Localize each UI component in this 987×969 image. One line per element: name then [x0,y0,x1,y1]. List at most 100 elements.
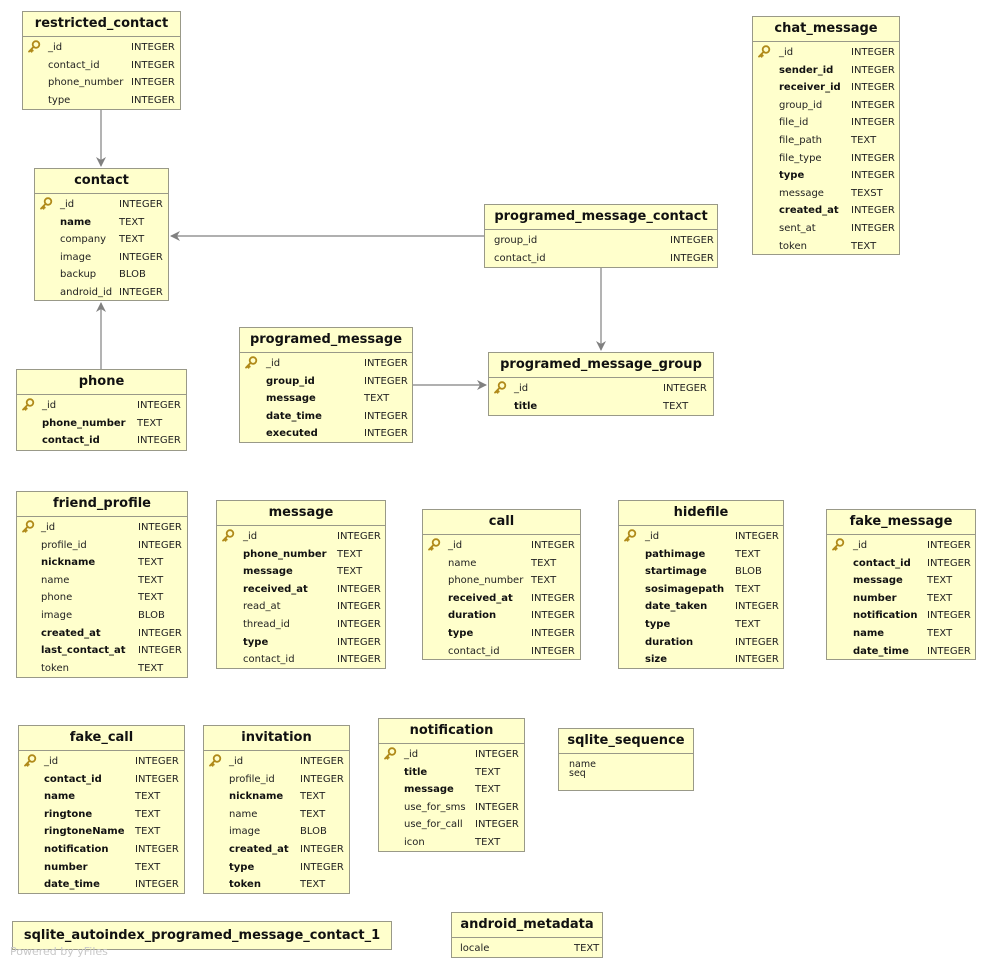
table-title: chat_message [753,17,899,42]
column-type: INTEGER [137,435,181,447]
column-type: INTEGER [337,601,381,613]
column-type: TEXST [851,187,883,199]
column-type: INTEGER [337,583,381,595]
column-name: number [853,592,897,604]
primary-key-icon [623,529,637,543]
column-name: duration [448,610,497,622]
primary-key-icon [493,381,507,395]
primary-key-icon [383,747,397,761]
primary-key-icon [757,45,771,59]
column-type: TEXT [927,592,953,604]
column-type: INTEGER [851,82,895,94]
column-type: INTEGER [300,861,344,873]
column-name: title [514,400,538,412]
column-type: INTEGER [927,557,971,569]
column-type: INTEGER [135,879,179,891]
column-type: TEXT [531,557,557,569]
column-name: created_at [229,843,289,855]
column-name: type [229,861,255,873]
column-type: TEXT [135,791,161,803]
column-row: name TEXT [19,788,184,806]
column-name: date_time [853,645,909,657]
column-type: TEXT [138,557,164,569]
column-type: TEXT [735,548,761,560]
column-type: TEXT [119,216,145,228]
column-name: phone_number [448,575,524,587]
column-name: type [448,627,474,639]
table-title: invitation [204,726,349,751]
column-name: file_id [779,117,809,129]
column-type: INTEGER [531,592,575,604]
column-type: TEXT [137,417,163,429]
column-type: INTEGER [131,42,175,53]
column-name: image [229,826,261,838]
column-name: use_for_sms [404,801,466,813]
table-sqlite-autoindex[interactable]: sqlite_autoindex_programed_message_conta… [12,921,392,950]
column-type: BLOB [119,269,146,281]
column-type: INTEGER [300,756,344,767]
column-type: INTEGER [300,843,344,855]
table-title: contact [35,169,168,194]
table-title: call [423,510,580,535]
column-type: INTEGER [131,94,175,106]
column-name: contact_id [48,59,100,71]
powered-by-footer: Powered by yFiles [10,945,108,958]
column-type: INTEGER [531,645,575,657]
column-name: received_at [448,592,513,604]
column-name: ringtone [44,808,93,820]
primary-key-icon [831,538,845,552]
column-name: _id [514,383,529,394]
column-name: name [41,574,70,586]
column-name: _id [448,540,463,551]
column-type: INTEGER [364,410,408,422]
column-name: name [44,791,76,803]
primary-key-icon [27,40,41,54]
table-title: restricted_contact [23,12,180,37]
column-name: _id [41,522,56,533]
column-type: TEXT [300,808,326,820]
table-title: sqlite_autoindex_programed_message_conta… [23,928,381,943]
column-type: INTEGER [851,99,895,111]
column-type: TEXT [337,566,363,578]
primary-key-icon [39,197,53,211]
column-type: TEXT [735,583,761,595]
column-type: TEXT [927,575,953,587]
